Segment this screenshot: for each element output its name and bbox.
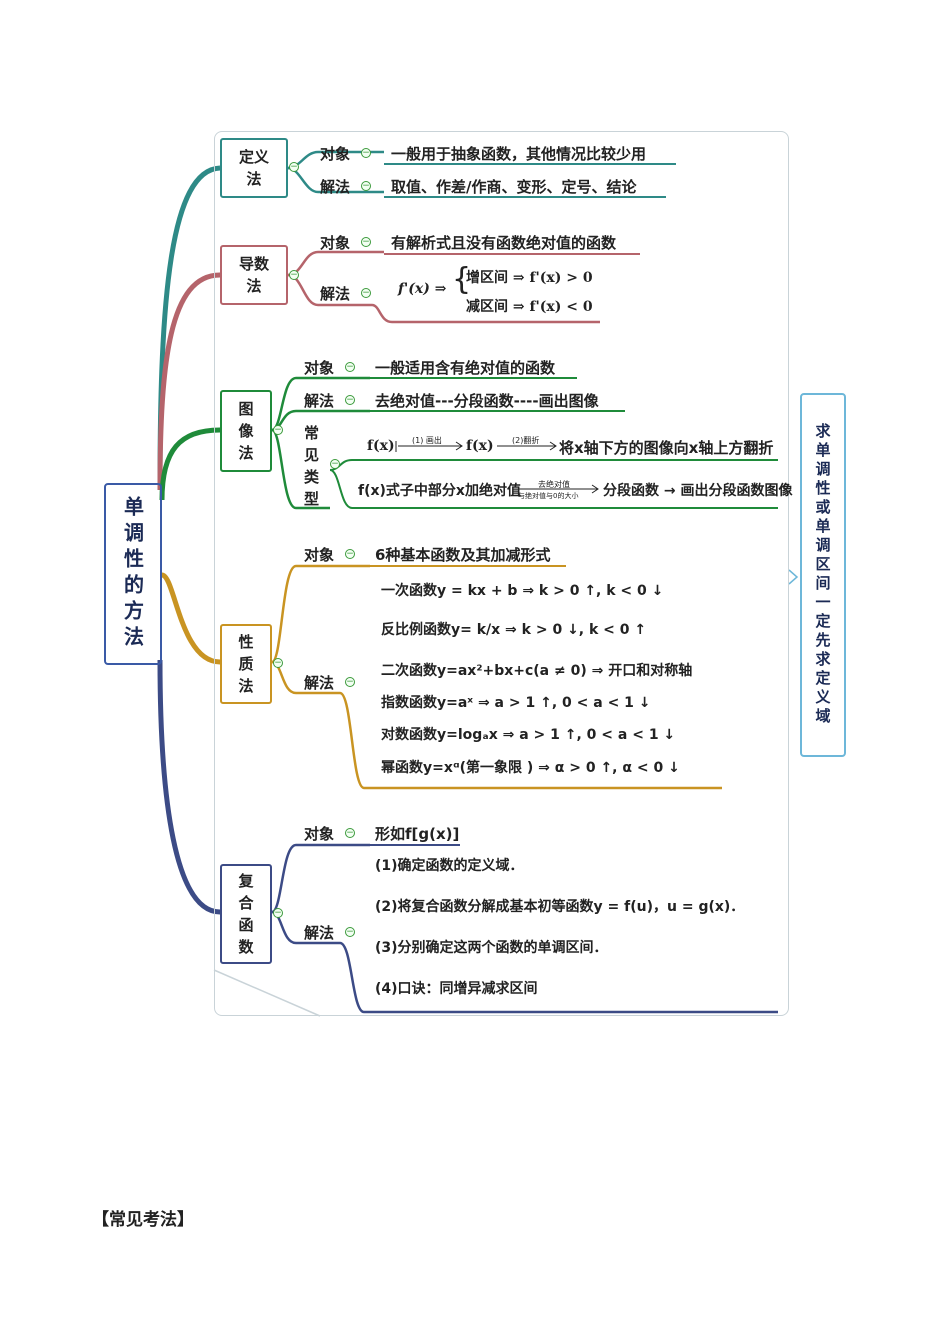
graph-type1-start: f(x) xyxy=(367,438,395,454)
node-definition-method: 定义法 xyxy=(220,138,288,198)
definition-method-label: 解法 xyxy=(320,178,351,196)
node-label: 定义法 xyxy=(238,148,269,188)
composite-object-label: 对象 xyxy=(304,825,335,843)
content-frame xyxy=(214,131,789,1016)
composite-step: (2)将复合函数分解成基本初等函数y = f(u)，u = g(x)． xyxy=(375,899,745,915)
node-composite-method: 复合函数 xyxy=(220,864,272,964)
node-label: 图像法 xyxy=(238,400,254,462)
graph-type2-end: 分段函数 → 画出分段函数图像 xyxy=(603,483,793,499)
definition-method-text: 取值、作差/作商、变形、定号、结论 xyxy=(391,178,637,196)
collapse-icon[interactable]: − xyxy=(361,148,371,158)
composite-method-label: 解法 xyxy=(304,924,335,942)
derivative-increase: 增区间 ⇒ f'(x) > 0 xyxy=(466,270,593,286)
graph-types-label: 常见类型 xyxy=(304,424,320,508)
collapse-icon[interactable]: − xyxy=(345,927,355,937)
collapse-icon[interactable]: − xyxy=(345,677,355,687)
derivative-object-text: 有解析式且没有函数绝对值的函数 xyxy=(391,234,617,252)
node-label: 复合函数 xyxy=(238,872,254,956)
derivative-decrease: 减区间 ⇒ f'(x) < 0 xyxy=(466,299,593,315)
graph-type1-mid: f(x) xyxy=(466,438,494,454)
composite-object-text: 形如f[g(x)] xyxy=(375,825,460,843)
composite-step: (3)分别确定这两个函数的单调区间． xyxy=(375,940,608,956)
property-item: 对数函数y=logₐx ⇒ a > 1 ↑, 0 < a < 1 ↓ xyxy=(381,727,676,743)
side-note-text: 求单调性或单调区间一定先求定义域 xyxy=(813,423,832,727)
root-label: 单调性的方法 xyxy=(120,496,145,652)
definition-object-text: 一般用于抽象函数，其他情况比较少用 xyxy=(391,145,647,163)
property-object-label: 对象 xyxy=(304,546,335,564)
graph-type1-step1: (1) 画出 xyxy=(412,436,442,445)
root-node: 单调性的方法 xyxy=(104,483,162,665)
node-property-method: 性质法 xyxy=(220,624,272,704)
derivative-object-label: 对象 xyxy=(320,234,351,252)
collapse-icon[interactable]: − xyxy=(361,288,371,298)
property-item: 幂函数y=xᵅ(第一象限 ) ⇒ α > 0 ↑, α < 0 ↓ xyxy=(381,760,680,776)
property-item: 一次函数y = kx + b ⇒ k > 0 ↑, k < 0 ↓ xyxy=(381,583,664,599)
property-item: 反比例函数y= k/x ⇒ k > 0 ↓, k < 0 ↑ xyxy=(381,622,647,638)
graph-type1-step2: (2)翻折 xyxy=(512,436,540,445)
graph-object-label: 对象 xyxy=(304,359,335,377)
collapse-icon[interactable]: − xyxy=(273,658,283,668)
section-heading: 【常见考法】 xyxy=(92,1210,194,1230)
collapse-icon[interactable]: − xyxy=(330,459,340,469)
brace-icon: { xyxy=(452,262,472,297)
property-object-text: 6种基本函数及其加减形式 xyxy=(375,546,551,564)
graph-method-text: 去绝对值---分段函数----画出图像 xyxy=(375,392,599,410)
property-item: 二次函数y=ax²+bx+c(a ≠ 0) ⇒ 开口和对称轴 xyxy=(381,663,693,679)
derivative-method-label: 解法 xyxy=(320,285,351,303)
definition-object-label: 对象 xyxy=(320,145,351,163)
property-item: 指数函数y=aˣ ⇒ a > 1 ↑, 0 < a < 1 ↓ xyxy=(381,695,651,711)
collapse-icon[interactable]: − xyxy=(345,395,355,405)
graph-type2-top: 去绝对值 xyxy=(538,480,570,489)
property-method-label: 解法 xyxy=(304,674,335,692)
composite-step: (1)确定函数的定义域． xyxy=(375,858,524,874)
graph-type1-end: 将x轴下方的图像向x轴上方翻折 xyxy=(559,439,774,457)
graph-object-text: 一般适用含有绝对值的函数 xyxy=(375,359,556,377)
collapse-icon[interactable]: − xyxy=(345,549,355,559)
node-graph-method: 图像法 xyxy=(220,390,272,472)
collapse-icon[interactable]: − xyxy=(273,908,283,918)
graph-type2-bottom: 与绝对值与0的大小 xyxy=(518,492,579,500)
collapse-icon[interactable]: − xyxy=(345,362,355,372)
collapse-icon[interactable]: − xyxy=(273,425,283,435)
composite-step: (4)口诀：同增异减求区间 xyxy=(375,981,538,997)
node-derivative-method: 导数法 xyxy=(220,245,288,305)
collapse-icon[interactable]: − xyxy=(345,828,355,838)
collapse-icon[interactable]: − xyxy=(361,237,371,247)
derivative-method-expr: f'(x) ⇒ xyxy=(398,281,447,297)
graph-type2-start: f(x)式子中部分x加绝对值 xyxy=(358,483,521,499)
collapse-icon[interactable]: − xyxy=(289,162,299,172)
side-note: 求单调性或单调区间一定先求定义域 xyxy=(800,393,846,757)
node-label: 性质法 xyxy=(238,633,254,695)
collapse-icon[interactable]: − xyxy=(289,270,299,280)
collapse-icon[interactable]: − xyxy=(361,181,371,191)
node-label: 导数法 xyxy=(238,255,269,295)
graph-method-label: 解法 xyxy=(304,392,335,410)
